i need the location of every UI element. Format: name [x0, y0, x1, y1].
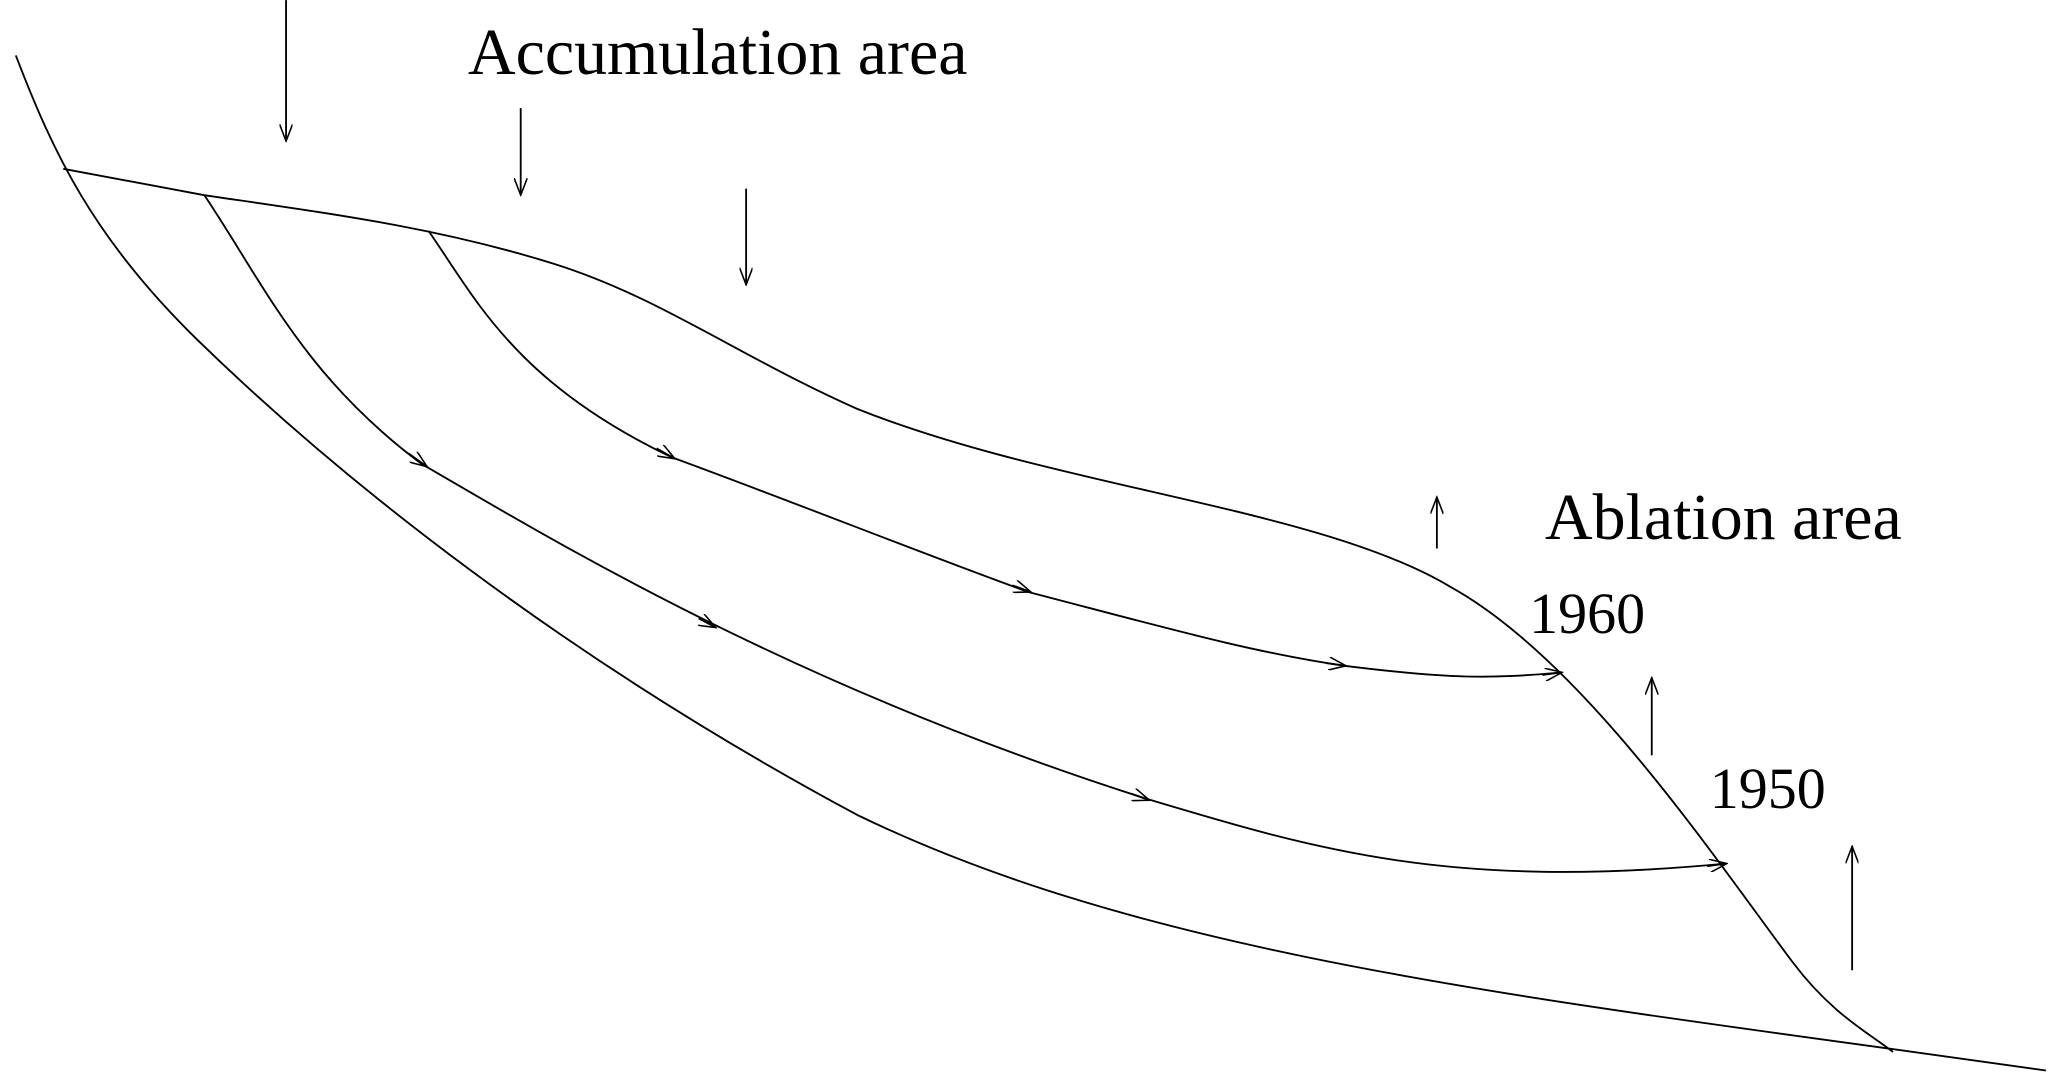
ablation-area-label: Ablation area	[1545, 481, 1902, 554]
arrowhead-icon	[1326, 663, 1346, 666]
arrowhead-icon	[1012, 585, 1030, 592]
arrowhead-icon	[656, 448, 674, 459]
arrowhead-icon	[1706, 864, 1727, 867]
flowline-upper	[427, 230, 1563, 678]
accumulation-arrows	[286, 0, 746, 285]
isochrone-label-1950: 1950	[1710, 756, 1826, 821]
arrowhead-icon	[408, 454, 427, 467]
arrowhead-icon	[699, 618, 716, 627]
glacier-bed	[14, 55, 2047, 1072]
arrowhead-icon	[1130, 794, 1149, 801]
flow-direction-arrowheads	[408, 448, 1727, 867]
flowline-lower	[203, 194, 1727, 873]
ablation-arrows	[1437, 497, 1852, 971]
isochrone-label-1960: 1960	[1529, 581, 1645, 646]
arrowhead-icon	[1542, 672, 1562, 675]
accumulation-area-label: Accumulation area	[468, 16, 968, 89]
glacier-surface	[63, 167, 1894, 1053]
